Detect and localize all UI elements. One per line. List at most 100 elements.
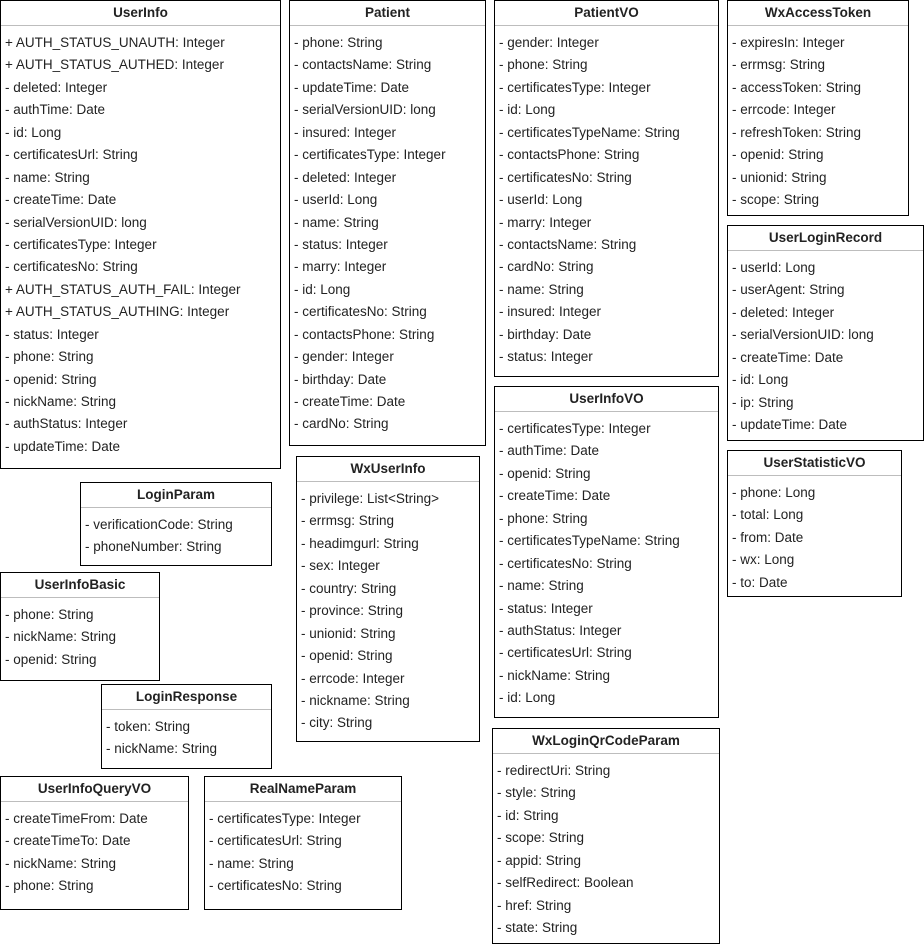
- class-attribute: - contactsName: String: [499, 236, 637, 252]
- class-box-wx-user-info[interactable]: WxUserInfo- privilege: List<String>- err…: [296, 456, 480, 742]
- class-attribute: - id: String: [497, 807, 559, 823]
- class-attribute: - name: String: [209, 855, 294, 871]
- class-attribute: - unionid: String: [301, 625, 396, 641]
- class-title: LoginParam: [81, 483, 271, 508]
- class-attribute: - deleted: Integer: [5, 79, 108, 95]
- class-attribute: - serialVersionUID: long: [294, 102, 436, 118]
- class-attribute: - certificatesNo: String: [5, 259, 138, 275]
- class-attribute: - createTimeTo: Date: [5, 833, 131, 849]
- class-title: WxUserInfo: [297, 457, 479, 482]
- class-attribute: - name: String: [499, 578, 584, 594]
- class-box-user-info[interactable]: UserInfo+ AUTH_STATUS_UNAUTH: Integer+ A…: [0, 0, 281, 469]
- class-attribute: - certificatesUrl: String: [5, 147, 138, 163]
- class-box-user-login-record[interactable]: UserLoginRecord - userId: Long - userAgent…: [727, 225, 924, 441]
- class-attributes: - createTimeFrom: Date- createTimeTo: Da…: [1, 802, 188, 898]
- class-attributes: - redirectUri: String - style: String - id…: [493, 754, 719, 940]
- class-attribute: - certificatesNo: String: [499, 169, 632, 185]
- class-attribute: - ip: String: [732, 394, 794, 410]
- class-attribute: - userAgent: String: [732, 282, 845, 298]
- class-attribute: - contactsPhone: String: [294, 326, 435, 342]
- class-attribute: - userId: Long: [732, 260, 816, 275]
- class-attribute: - headimgurl: String: [301, 535, 419, 551]
- class-attribute: - insured: Integer: [294, 124, 397, 140]
- class-attribute: - authTime: Date: [5, 102, 106, 118]
- class-attribute: - nickName: String: [499, 667, 611, 683]
- class-title: UserInfoQueryVO: [1, 777, 188, 802]
- class-title: UserStatisticVO: [728, 451, 901, 476]
- class-attribute: - errcode: Integer: [732, 102, 836, 118]
- class-title: WxAccessToken: [728, 1, 908, 26]
- class-attribute: - scope: String: [497, 830, 585, 846]
- class-attribute: - deleted: Integer: [294, 169, 397, 185]
- class-attribute: - certificatesUrl: String: [499, 645, 632, 661]
- class-attribute: - accessToken: String: [732, 79, 862, 95]
- class-box-patient-vo[interactable]: PatientVO- gender: Integer- phone: Strin…: [494, 0, 719, 377]
- class-box-wx-login-qr-code-param[interactable]: WxLoginQrCodeParam- redirectUri: String-…: [492, 728, 720, 944]
- class-attribute: - certificatesType: Integer: [5, 236, 157, 252]
- class-attribute: - refreshToken: String: [732, 124, 862, 140]
- class-attribute: - status: Integer: [499, 600, 593, 616]
- class-attribute: - name: String: [5, 169, 90, 185]
- class-box-user-statistic-vo[interactable]: UserStatisticVO- phone: Long- total: Lon…: [727, 450, 902, 597]
- class-attribute: - token: String: [106, 719, 191, 734]
- class-attribute: - authTime: Date: [499, 443, 600, 459]
- class-box-login-response[interactable]: LoginResponse- token: String- nickName: …: [101, 684, 272, 769]
- class-attribute: - openid: String: [5, 371, 97, 387]
- class-attribute: - nickname: String: [301, 692, 410, 708]
- class-attribute: - openid: String: [5, 651, 97, 667]
- class-box-wx-access-token[interactable]: WxAccessToken- expiresIn: Integer- errms…: [727, 0, 909, 216]
- class-attribute: - phone: String: [5, 878, 94, 894]
- class-attribute: - birthday: Date: [499, 326, 592, 342]
- class-attribute: - userId: Long: [499, 192, 583, 208]
- class-box-user-info-query-vo[interactable]: UserInfoQueryVO- createTimeFrom: Date- c…: [0, 776, 189, 910]
- class-title: UserLoginRecord: [728, 226, 923, 251]
- class-attribute: - updateTime: Date: [5, 438, 121, 454]
- class-box-real-name-param[interactable]: RealNameParam- certificatesType: Integer…: [204, 776, 402, 910]
- class-attribute: - style: String: [497, 785, 576, 801]
- class-attribute: - certificatesTypeName: String: [499, 533, 680, 549]
- class-attribute: - scope: String: [732, 192, 820, 208]
- class-attribute: - redirectUri: String: [497, 763, 611, 778]
- class-attribute: - errcode: Integer: [301, 670, 405, 686]
- class-attribute: - gender: Integer: [499, 35, 599, 50]
- class-box-user-info-basic[interactable]: UserInfoBasic - phone: String - nickName: …: [0, 572, 160, 681]
- class-attribute: - name: String: [499, 281, 584, 297]
- class-attribute: - nickName: String: [5, 629, 117, 645]
- class-attribute: - certificatesNo: String: [209, 878, 342, 894]
- class-box-patient[interactable]: Patient- phone: String- contactsName: St…: [289, 0, 486, 446]
- class-attribute: - selfRedirect: Boolean: [497, 875, 634, 891]
- class-attribute: - createTime: Date: [732, 349, 844, 365]
- class-attribute: - phone: String: [499, 57, 588, 73]
- class-attribute: - appid: String: [497, 852, 582, 868]
- class-title: WxLoginQrCodeParam: [493, 729, 719, 754]
- class-attribute: - certificatesType: Integer: [294, 147, 446, 163]
- class-attribute: - openid: String: [732, 147, 824, 163]
- class-attribute: - phoneNumber: String: [85, 539, 222, 555]
- class-box-login-param[interactable]: LoginParam- verificationCode: String- ph…: [80, 482, 272, 566]
- class-attribute: - authStatus: Integer: [5, 416, 128, 432]
- class-attribute: + AUTH_STATUS_AUTHING: Integer: [5, 304, 230, 320]
- class-box-user-info-vo[interactable]: UserInfoVO- certificatesType: Integer- a…: [494, 386, 719, 718]
- class-attribute: - openid: String: [499, 465, 591, 481]
- class-attribute: - birthday: Date: [294, 371, 387, 387]
- class-attribute: - errmsg: String: [301, 513, 395, 529]
- class-attribute: - id: Long: [499, 102, 556, 118]
- class-attribute: + AUTH_STATUS_UNAUTH: Integer: [5, 35, 225, 50]
- class-attribute: - from: Date: [732, 529, 804, 545]
- class-attribute: - wx: Long: [732, 552, 795, 568]
- class-attribute: + AUTH_STATUS_AUTH_FAIL: Integer: [5, 281, 241, 297]
- class-attribute: + AUTH_STATUS_AUTHED: Integer: [5, 57, 224, 73]
- class-attributes: - gender: Integer - phone: String - certif…: [495, 26, 718, 369]
- class-attribute: - city: String: [301, 715, 373, 731]
- class-attribute: - sex: Integer: [301, 558, 380, 574]
- class-title: UserInfoBasic: [1, 573, 159, 598]
- class-attribute: - certificatesUrl: String: [209, 833, 342, 849]
- class-attributes: - privilege: List<String>- errmsg: Strin…: [297, 482, 479, 735]
- class-attribute: - id: Long: [5, 124, 62, 140]
- class-attribute: - phone: String: [5, 607, 94, 622]
- class-attribute: - errmsg: String: [732, 57, 826, 73]
- class-attribute: - cardNo: String: [499, 259, 594, 275]
- class-attribute: - phone: Long: [732, 485, 816, 500]
- class-attribute: - contactsPhone: String: [499, 147, 640, 163]
- class-attribute: - name: String: [294, 214, 379, 230]
